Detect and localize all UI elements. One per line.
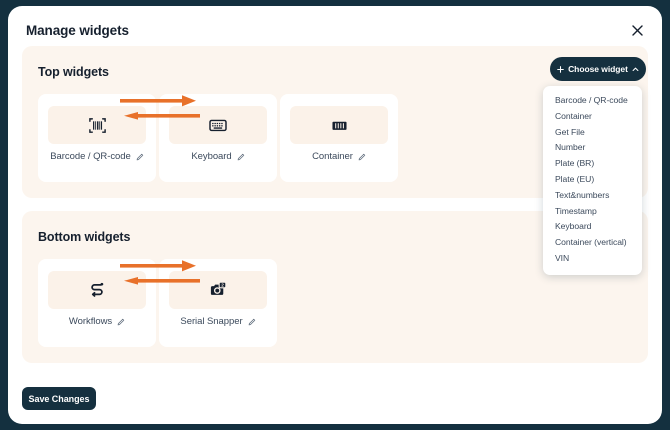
pencil-icon[interactable] [136, 153, 144, 161]
card-label-row: Container [280, 151, 398, 162]
pencil-icon[interactable] [358, 153, 366, 161]
close-icon[interactable] [626, 19, 648, 41]
widget-card-barcode[interactable]: Barcode / QR-code [38, 94, 156, 182]
dropdown-item-barcode-qr-code[interactable]: Barcode / QR-code [555, 95, 628, 105]
container-icon [290, 106, 388, 144]
widget-label: Keyboard [191, 151, 232, 162]
section-title: Bottom widgets [38, 230, 131, 244]
widget-dropdown-menu: Barcode / QR-code Container Get File Num… [543, 86, 642, 275]
page-title: Manage widgets [26, 23, 129, 38]
keyboard-icon [169, 106, 267, 144]
svg-text:2: 2 [221, 282, 224, 288]
dropdown-item-timestamp[interactable]: Timestamp [555, 205, 597, 216]
widget-card-keyboard[interactable]: Keyboard [159, 94, 277, 182]
card-label-row: Barcode / QR-code [38, 151, 156, 162]
plus-icon [557, 65, 564, 73]
dropdown-item-number[interactable]: Number [555, 142, 586, 153]
dropdown-item-text-numbers[interactable]: Text&numbers [555, 189, 610, 200]
section-title: Top widgets [38, 65, 109, 79]
choose-widget-label: Choose widget [568, 64, 628, 74]
widget-label: Serial Snapper [180, 316, 243, 327]
dropdown-item-plate-eu[interactable]: Plate (EU) [555, 173, 595, 184]
widget-label: Barcode / QR-code [50, 151, 131, 162]
pencil-icon[interactable] [248, 318, 256, 326]
widget-card-serial-snapper[interactable]: 2 Serial Snapper [159, 259, 277, 347]
card-label-row: Serial Snapper [159, 316, 277, 327]
dropdown-item-get-file[interactable]: Get File [555, 126, 585, 137]
modal-header: Manage widgets [8, 6, 662, 50]
save-changes-button[interactable]: Save Changes [22, 387, 96, 410]
manage-widgets-modal: Manage widgets Top widgets [8, 6, 662, 424]
dropdown-item-keyboard[interactable]: Keyboard [555, 221, 592, 232]
widget-label: Container [312, 151, 353, 162]
widget-card-workflows[interactable]: Workflows [38, 259, 156, 347]
barcode-icon [48, 106, 146, 144]
card-label-row: Keyboard [159, 151, 277, 162]
workflow-route-icon [48, 271, 146, 309]
dropdown-item-container[interactable]: Container [555, 110, 592, 121]
camera-badge-2-icon: 2 [169, 271, 267, 309]
card-label-row: Workflows [38, 316, 156, 327]
chevron-up-icon [632, 67, 639, 71]
dropdown-item-plate-br[interactable]: Plate (BR) [555, 158, 595, 169]
pencil-icon[interactable] [237, 153, 245, 161]
choose-widget-button[interactable]: Choose widget [550, 57, 646, 81]
dropdown-item-container-vertical[interactable]: Container (vertical) [555, 237, 627, 248]
pencil-icon[interactable] [117, 318, 125, 326]
widget-label: Workflows [68, 316, 113, 327]
dropdown-item-vin[interactable]: VIN [555, 252, 570, 263]
widget-card-container[interactable]: Container [280, 94, 398, 182]
